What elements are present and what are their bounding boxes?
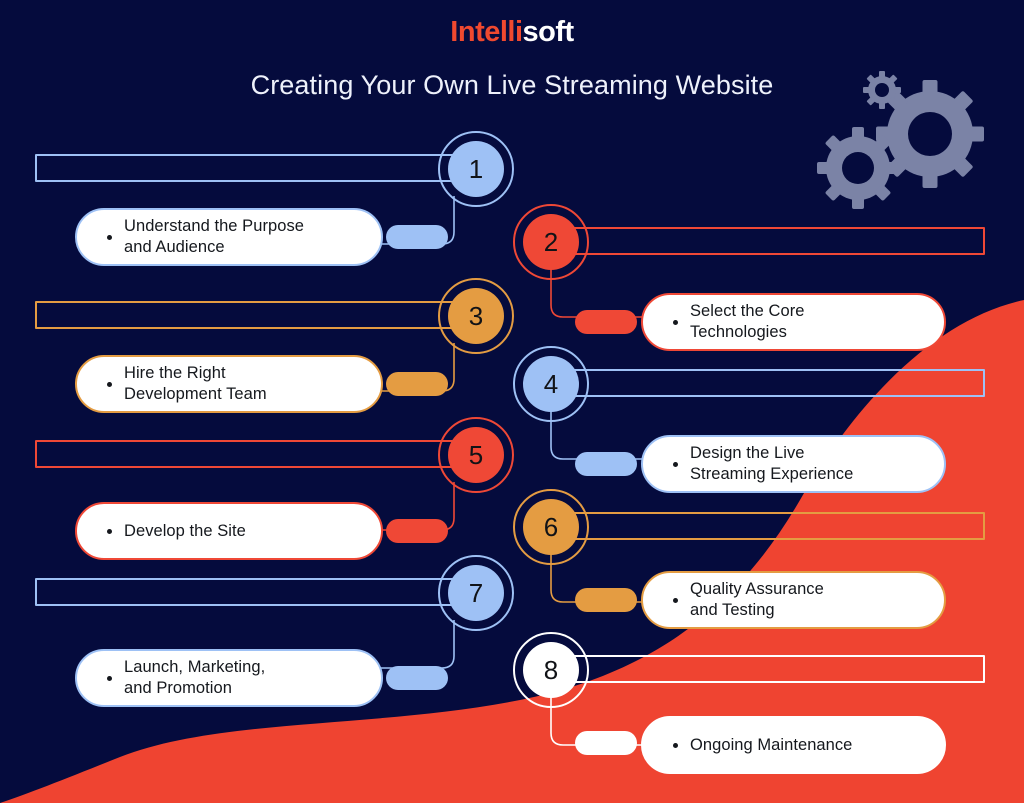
step-1-number: 1 bbox=[448, 141, 504, 197]
step-3-node: 3 bbox=[438, 278, 514, 354]
step-4-bar bbox=[556, 369, 985, 397]
bullet-icon bbox=[107, 381, 112, 387]
step-5-connector-pill bbox=[386, 519, 448, 543]
step-2-card[interactable]: Select the Core Technologies bbox=[641, 293, 946, 351]
step-4-label: Design the Live Streaming Experience bbox=[690, 444, 854, 483]
bullet-icon bbox=[107, 234, 112, 240]
step-8-node: 8 bbox=[513, 632, 589, 708]
step-3-connector-pill bbox=[386, 372, 448, 396]
step-2-label: Select the Core Technologies bbox=[690, 302, 805, 341]
step-3-number: 3 bbox=[448, 288, 504, 344]
step-5-bar bbox=[35, 440, 467, 468]
step-2-number: 2 bbox=[523, 214, 579, 270]
step-7-label: Launch, Marketing, and Promotion bbox=[124, 658, 266, 697]
bullet-icon bbox=[673, 461, 678, 467]
bullet-icon bbox=[673, 319, 678, 325]
step-7-card[interactable]: Launch, Marketing, and Promotion bbox=[75, 649, 383, 707]
step-6-label: Quality Assurance and Testing bbox=[690, 580, 824, 619]
step-5-node: 5 bbox=[438, 417, 514, 493]
step-6-bar bbox=[556, 512, 985, 540]
bullet-icon bbox=[673, 597, 678, 603]
step-2-connector-pill bbox=[575, 310, 637, 334]
step-1-connector-pill bbox=[386, 225, 448, 249]
step-1-bar bbox=[35, 154, 467, 182]
step-8-label: Ongoing Maintenance bbox=[690, 735, 853, 754]
step-1-node: 1 bbox=[438, 131, 514, 207]
step-3-label: Hire the Right Development Team bbox=[124, 364, 267, 403]
step-7-bar bbox=[35, 578, 467, 606]
step-2-bar bbox=[556, 227, 985, 255]
step-1-card[interactable]: Understand the Purpose and Audience bbox=[75, 208, 383, 266]
step-5-label: Develop the Site bbox=[124, 521, 246, 540]
step-8-card[interactable]: Ongoing Maintenance bbox=[641, 716, 946, 774]
step-5-number: 5 bbox=[448, 427, 504, 483]
step-4-node: 4 bbox=[513, 346, 589, 422]
step-6-number: 6 bbox=[523, 499, 579, 555]
logo-text-soft: soft bbox=[522, 16, 575, 48]
step-8-bar bbox=[556, 655, 985, 683]
step-6-node: 6 bbox=[513, 489, 589, 565]
bullet-icon bbox=[673, 742, 678, 748]
step-7-node: 7 bbox=[438, 555, 514, 631]
step-4-card[interactable]: Design the Live Streaming Experience bbox=[641, 435, 946, 493]
step-7-connector-pill bbox=[386, 666, 448, 690]
bullet-icon bbox=[107, 528, 112, 534]
bullet-icon bbox=[107, 675, 112, 681]
logo-text-intelli: Intelli bbox=[450, 16, 523, 48]
step-4-number: 4 bbox=[523, 356, 579, 412]
step-4-connector-pill bbox=[575, 452, 637, 476]
step-1-label: Understand the Purpose and Audience bbox=[124, 217, 304, 256]
page-title: Creating Your Own Live Streaming Website bbox=[250, 70, 774, 100]
step-6-connector-pill bbox=[575, 588, 637, 612]
step-2-node: 2 bbox=[513, 204, 589, 280]
step-5-card[interactable]: Develop the Site bbox=[75, 502, 383, 560]
step-6-card[interactable]: Quality Assurance and Testing bbox=[641, 571, 946, 629]
brand-logo: Intellisoft bbox=[0, 16, 1024, 49]
step-7-number: 7 bbox=[448, 565, 504, 621]
step-3-bar bbox=[35, 301, 467, 329]
step-8-connector-pill bbox=[575, 731, 637, 755]
step-8-number: 8 bbox=[523, 642, 579, 698]
step-3-card[interactable]: Hire the Right Development Team bbox=[75, 355, 383, 413]
